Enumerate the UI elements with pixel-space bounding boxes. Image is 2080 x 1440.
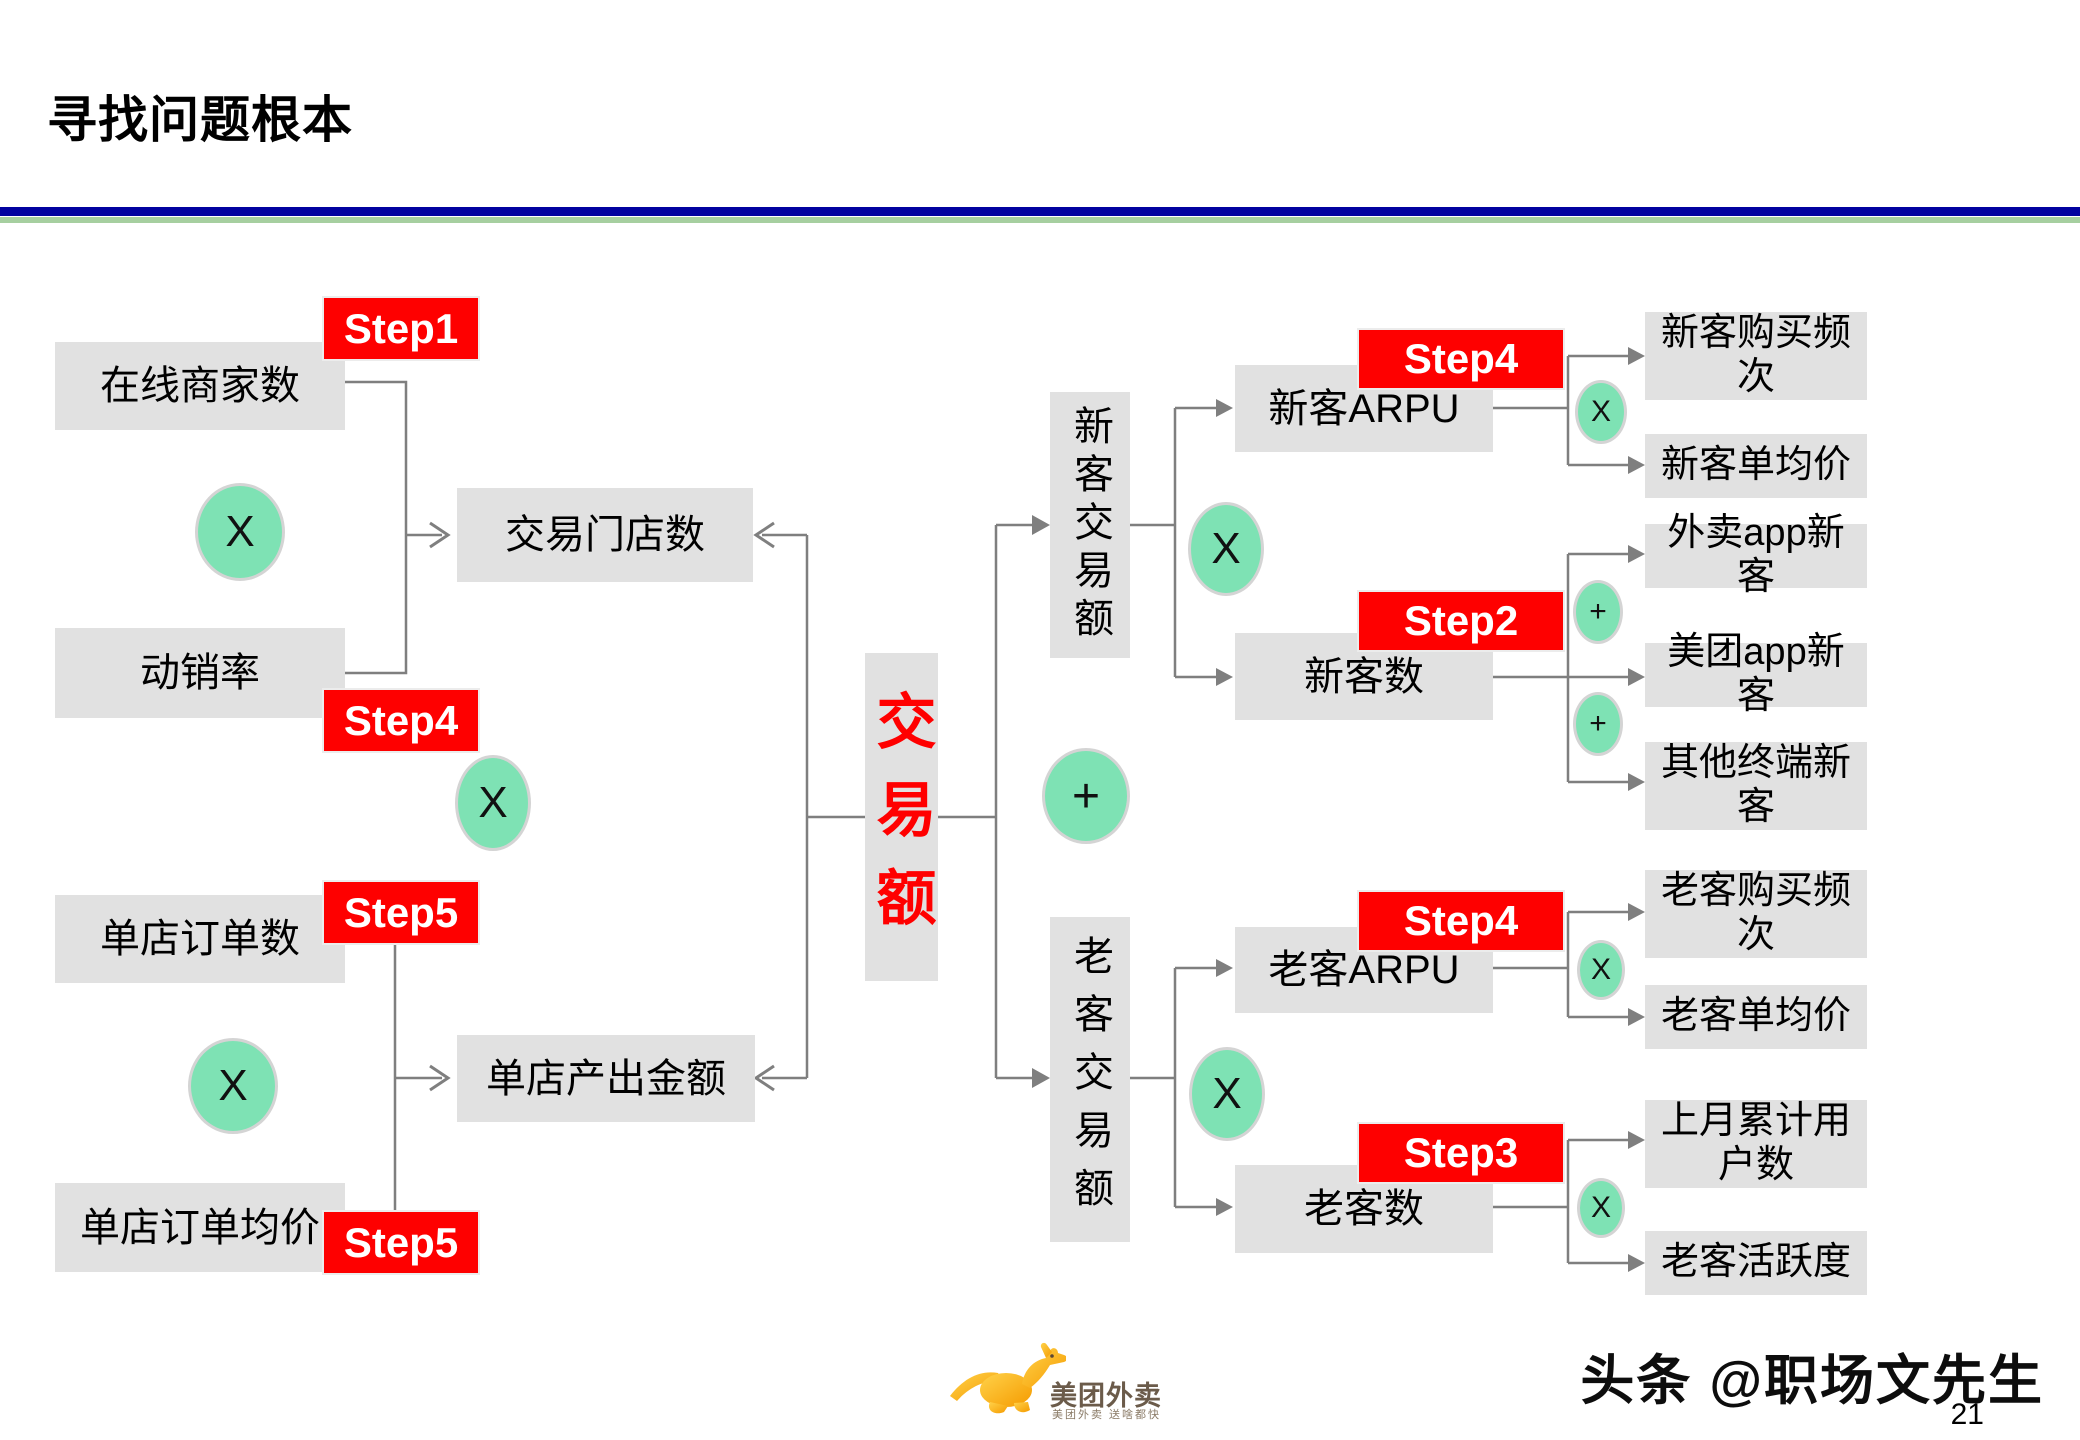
badge-step4-old-arpu: Step4	[1357, 890, 1565, 952]
logo-brand-text: 美团外卖	[1050, 1381, 1162, 1411]
node-old-customer-activity: 老客活跃度	[1645, 1231, 1867, 1295]
node-new-customer-gmv: 新客交易额	[1050, 392, 1130, 658]
node-store-order-avg-price: 单店订单均价	[55, 1183, 345, 1272]
operator-multiply-old: X	[1189, 1047, 1265, 1141]
node-waimai-app-new: 外卖app新客	[1645, 512, 1867, 598]
connector-old-gmv-split	[1130, 959, 1233, 1216]
operator-multiply-old-count: X	[1577, 1178, 1625, 1238]
badge-step5-bottom: Step5	[322, 1210, 480, 1275]
node-trading-stores: 交易门店数	[457, 488, 753, 582]
connector-new-count-split	[1493, 545, 1645, 791]
node-store-orders: 单店订单数	[55, 895, 345, 983]
connector-new-gmv-split	[1130, 399, 1233, 686]
node-other-terminal-new: 其他终端新客	[1645, 742, 1867, 830]
page-title: 寻找问题根本	[47, 92, 353, 148]
node-old-purchase-freq: 老客购买频次	[1645, 870, 1867, 958]
operator-multiply-store: X	[188, 1038, 278, 1134]
operator-multiply-old-arpu: X	[1577, 940, 1625, 1000]
operator-multiply-mid: X	[455, 755, 531, 851]
operator-add-root: +	[1042, 748, 1130, 844]
connector-new-arpu-split	[1493, 347, 1645, 474]
badge-step2: Step2	[1357, 590, 1565, 652]
node-store-output-amount: 单店产出金额	[457, 1035, 755, 1122]
node-meituan-app-new: 美团app新客	[1645, 631, 1867, 717]
connector-merchants-bracket	[345, 380, 451, 675]
operator-add-new-1: +	[1573, 580, 1623, 644]
divider-navy-line	[0, 207, 2080, 216]
badge-step1: Step1	[322, 296, 480, 361]
node-root-gmv: 交易额	[865, 653, 938, 981]
logo-tagline-text: 美团外卖 送啥都快	[1052, 1409, 1162, 1421]
operator-multiply-new: X	[1188, 502, 1264, 596]
connector-old-arpu-split	[1493, 903, 1645, 1026]
node-new-avg-order-value: 新客单均价	[1645, 434, 1867, 498]
page-number: 21	[1950, 1398, 1984, 1431]
node-last-month-users: 上月累计用户数	[1645, 1100, 1867, 1188]
node-old-customer-gmv: 老客交易额	[1050, 917, 1130, 1242]
connector-store-orders-bracket	[393, 945, 451, 1210]
kangaroo-icon	[950, 1342, 1067, 1414]
operator-multiply-merchants: X	[195, 483, 285, 581]
node-old-avg-order-value: 老客单均价	[1645, 985, 1867, 1049]
operator-add-new-2: +	[1573, 692, 1623, 756]
badge-step3: Step3	[1357, 1122, 1565, 1184]
badge-step4-new-arpu: Step4	[1357, 328, 1565, 390]
meituan-waimai-logo: 美团外卖 美团外卖 送啥都快	[948, 1340, 1178, 1426]
badge-step4-left: Step4	[322, 688, 480, 753]
node-online-merchants: 在线商家数	[55, 342, 345, 430]
connector-old-count-split	[1493, 1131, 1645, 1272]
badge-step5-top: Step5	[322, 880, 480, 945]
watermark: 头条 @职场文先生	[1580, 1351, 2044, 1411]
operator-multiply-new-arpu: X	[1575, 380, 1627, 444]
node-sell-through-rate: 动销率	[55, 628, 345, 718]
connector-gmv-right-bracket	[938, 515, 1050, 1088]
node-new-purchase-freq: 新客购买频次	[1645, 312, 1867, 400]
connector-gmv-left-bracket	[753, 521, 865, 1092]
divider-green-line	[0, 217, 2080, 223]
